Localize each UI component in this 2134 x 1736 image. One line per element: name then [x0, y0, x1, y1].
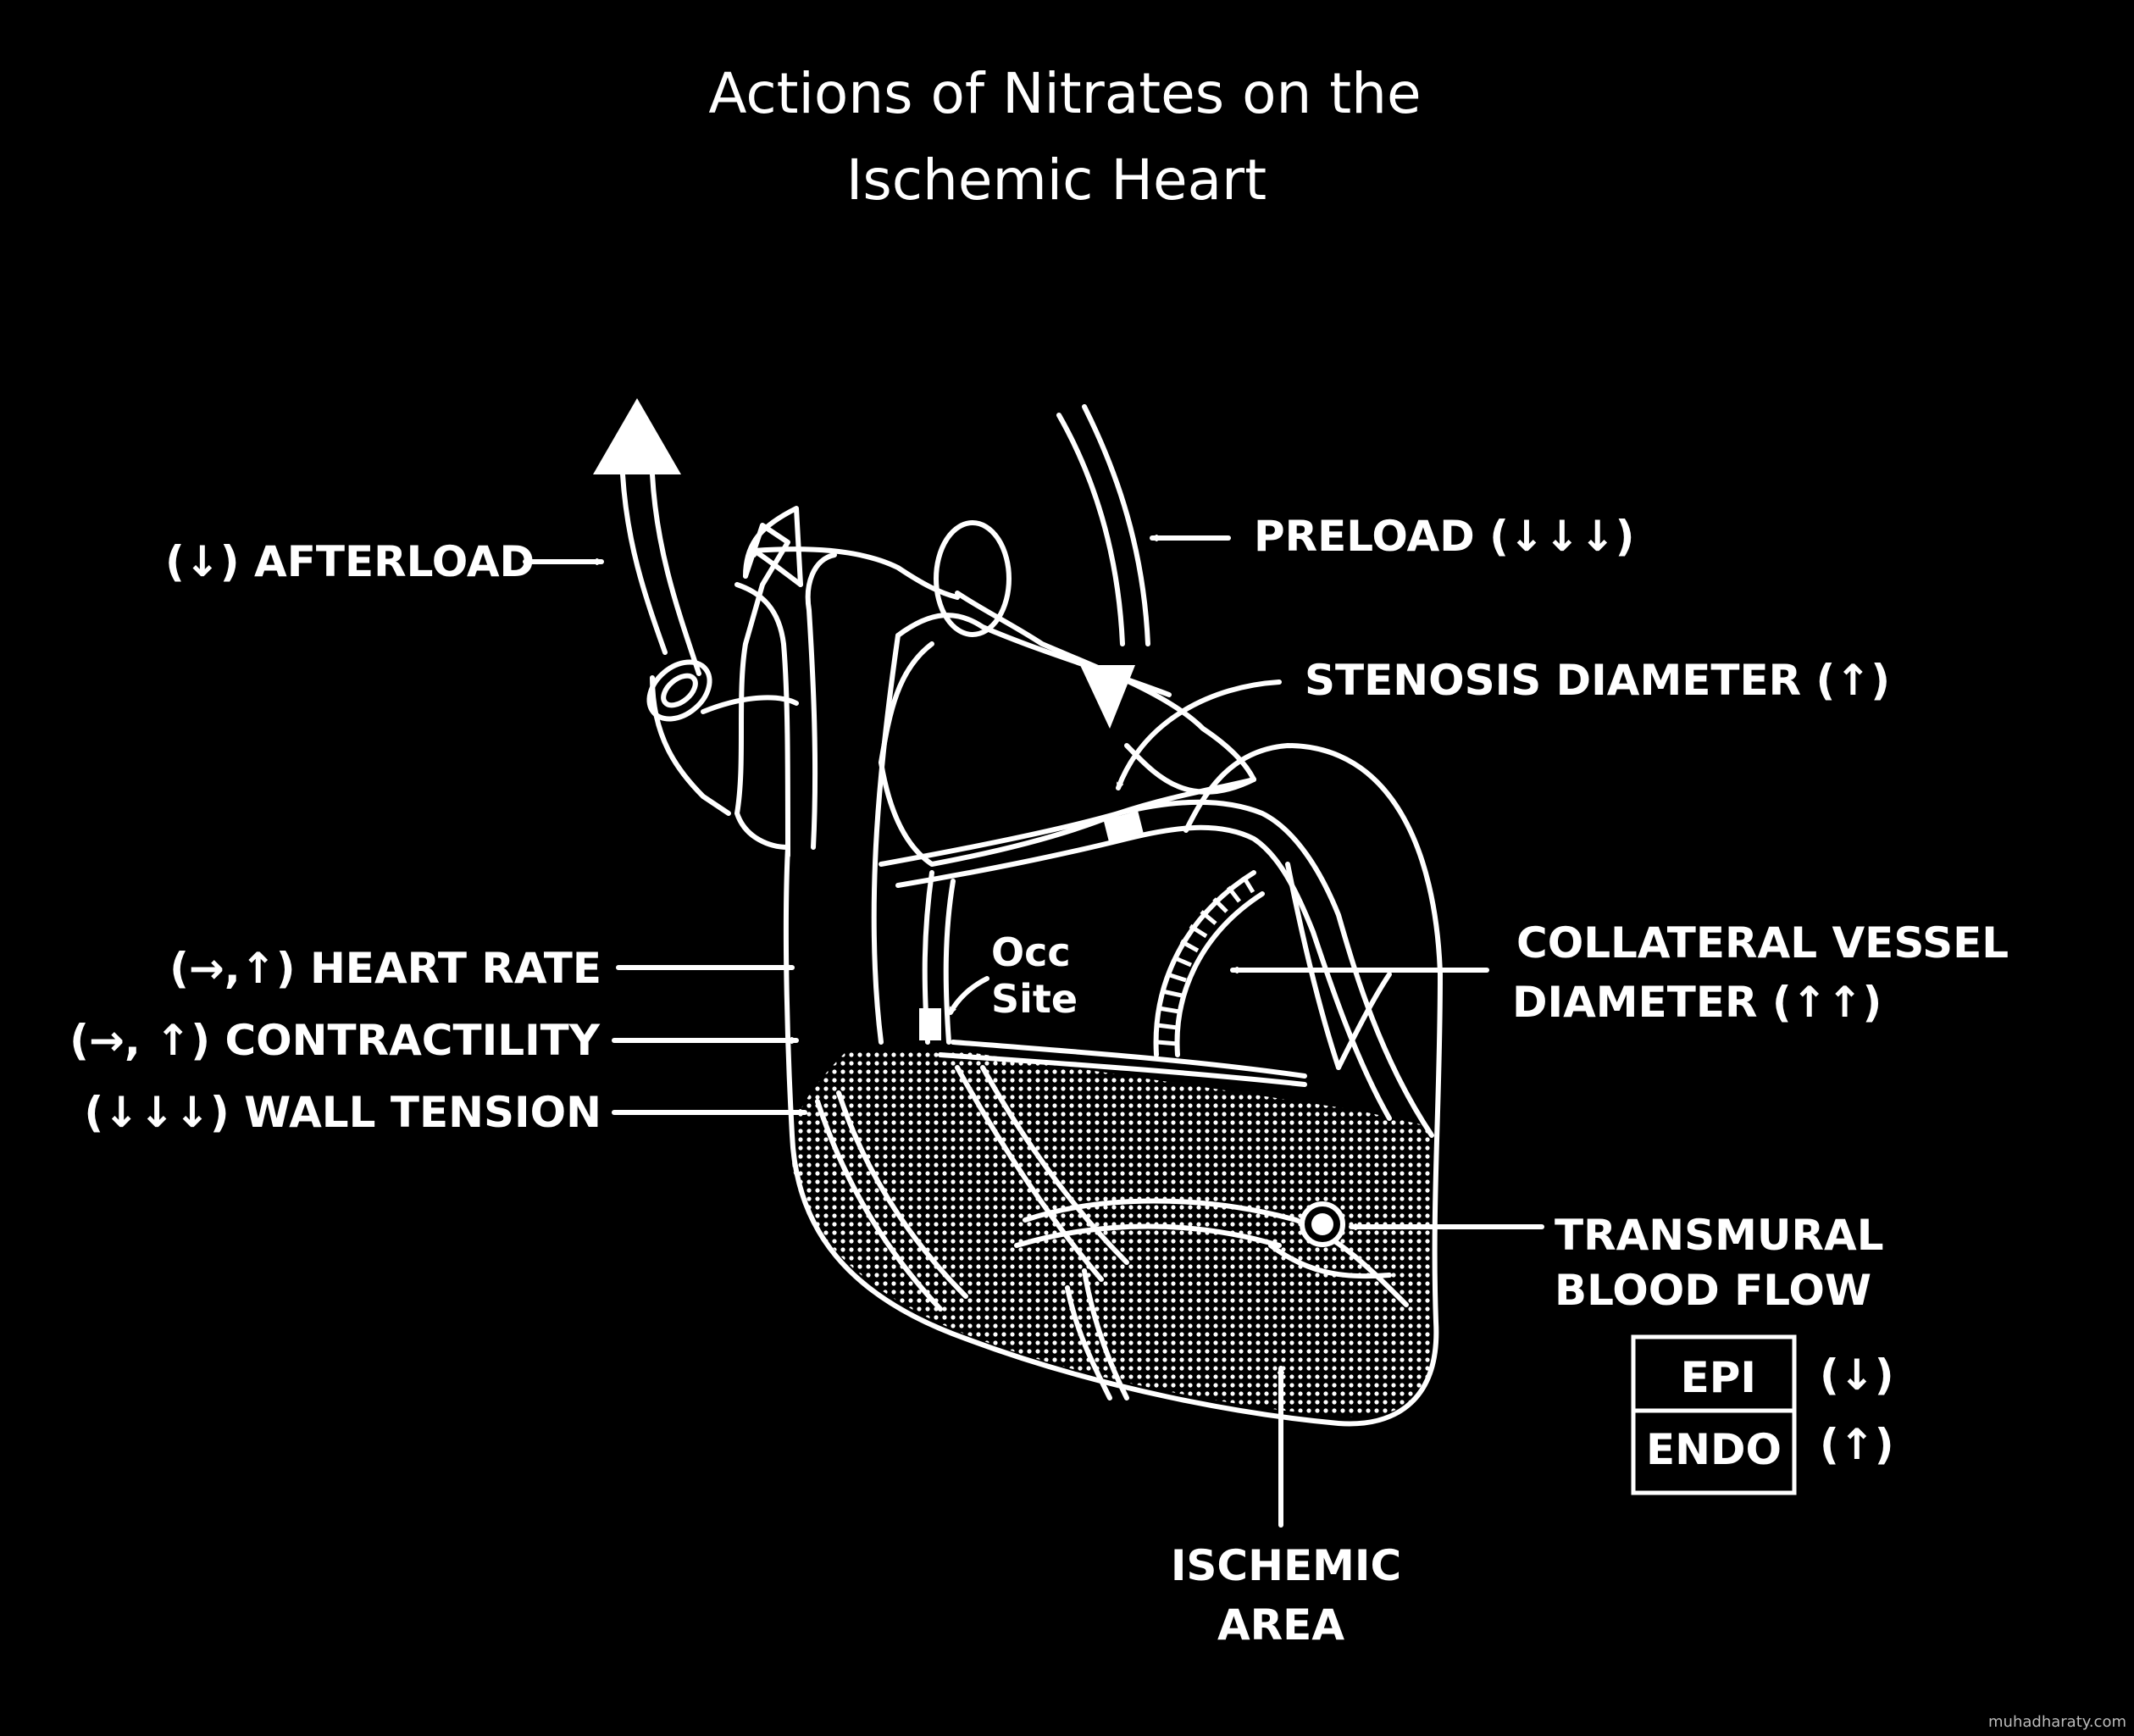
stenosis-arrow [1116, 679, 1282, 790]
heart-outline [593, 398, 1443, 1427]
transmural-label-line-1: TRANSMURAL [1555, 1211, 1884, 1260]
title-line-1: Actions of Nitrates on the [708, 61, 1421, 126]
occlusion-band [919, 1008, 941, 1040]
heart-rate-label: (→,↑) HEART RATE [169, 944, 601, 993]
watermark: muhadharaty.com [1988, 1713, 2126, 1731]
endo-label: ENDO [1646, 1425, 1782, 1474]
stenosis-diameter-label: STENOSIS DIAMETER (↑) [1305, 656, 1890, 705]
epi-endo-table: EPI ENDO [1631, 1334, 1797, 1495]
collateral-hatching [1156, 875, 1255, 1046]
preload-label: PRELOAD (↓↓↓) [1254, 512, 1635, 561]
preload-vessel [1056, 404, 1150, 729]
transmural-label-line-2: BLOOD FLOW [1555, 1266, 1871, 1315]
occlusion-site-label-line-1: Occ [991, 929, 1071, 975]
epi-change-label: (↓) [1820, 1351, 1894, 1400]
wall-tension-label: (↓↓↓) WALL TENSION [84, 1088, 601, 1137]
afterload-label: (↓) AFTERLOAD [165, 537, 535, 586]
epi-label: EPI [1681, 1353, 1756, 1402]
collateral-label-line-2: DIAMETER (↑↑) [1512, 978, 1882, 1027]
endo-change-label: (↑) [1820, 1420, 1894, 1469]
collateral-label-line-1: COLLATERAL VESSEL [1516, 918, 2009, 968]
afterload-vessel-arrowhead [593, 398, 681, 474]
contractility-label: (→, ↑) CONTRACTILITY [69, 1016, 601, 1065]
occlusion-site-label-line-2: Site [991, 976, 1078, 1022]
title-line-2: Ischemic Heart [846, 147, 1267, 213]
ischemic-area-label-line-2: AREA [1217, 1600, 1344, 1650]
stenosis-band [1103, 811, 1144, 841]
ischemic-area-label-line-1: ISCHEMIC [1171, 1541, 1401, 1590]
occlusion-arrow [948, 976, 989, 1015]
